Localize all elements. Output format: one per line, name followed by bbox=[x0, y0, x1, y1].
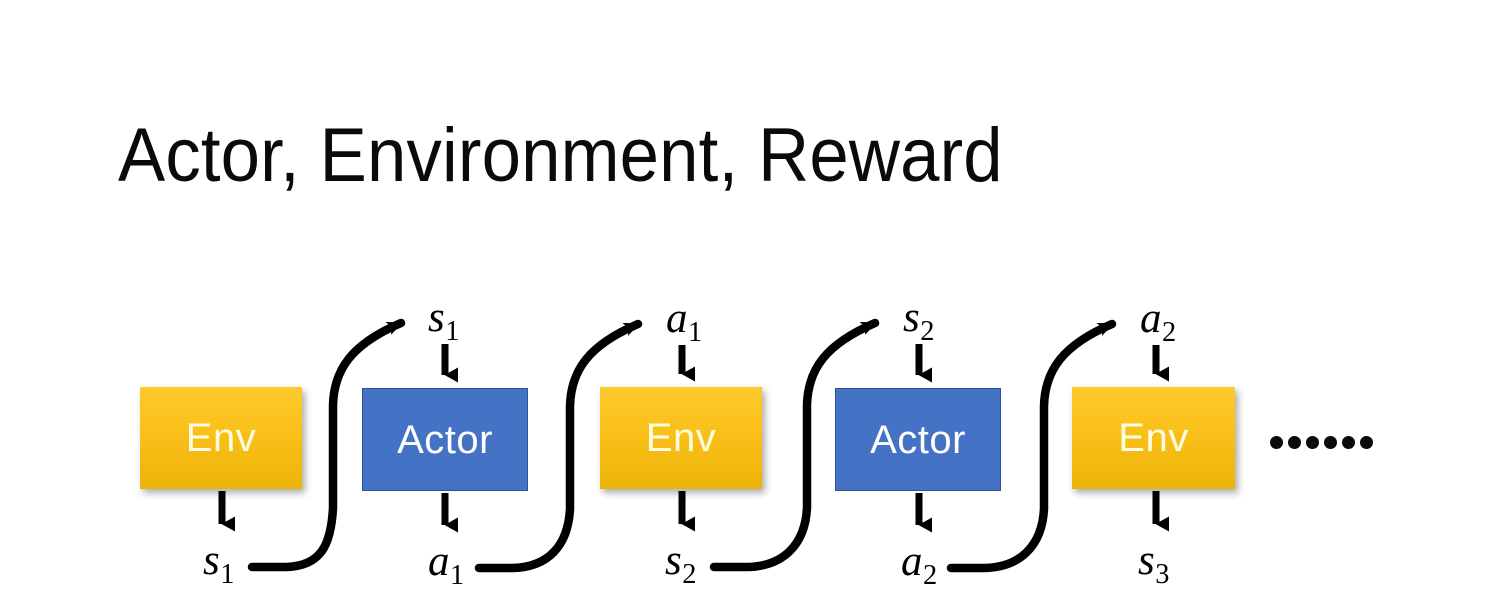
subscript: 2 bbox=[923, 560, 938, 592]
label-bottom-a1: a1 bbox=[428, 540, 464, 590]
node-actor-1[interactable]: Actor bbox=[362, 388, 528, 491]
label-bottom-s1: s1 bbox=[203, 539, 234, 589]
node-env-2[interactable]: Env bbox=[600, 387, 762, 489]
node-label: Env bbox=[1118, 416, 1189, 460]
subscript: 1 bbox=[445, 316, 460, 348]
subscript: 2 bbox=[1162, 317, 1177, 349]
node-env-3[interactable]: Env bbox=[1072, 387, 1235, 489]
node-actor-2[interactable]: Actor bbox=[835, 388, 1001, 491]
connector-s2 bbox=[709, 318, 880, 572]
ellipsis-dot bbox=[1360, 436, 1373, 449]
symbol: a bbox=[901, 538, 923, 585]
label-bottom-s2: s2 bbox=[665, 539, 696, 589]
node-label: Env bbox=[645, 416, 717, 460]
symbol: s bbox=[903, 294, 920, 341]
symbol: s bbox=[203, 537, 220, 584]
page-title: Actor, Environment, Reward bbox=[118, 113, 1003, 198]
label-bottom-s3: s3 bbox=[1138, 539, 1169, 589]
ellipsis-dot bbox=[1288, 436, 1301, 449]
ellipsis-dot bbox=[1342, 436, 1355, 449]
node-label: Actor bbox=[397, 417, 493, 462]
node-env-1[interactable]: Env bbox=[140, 387, 302, 489]
label-top-a2: a2 bbox=[1140, 297, 1176, 347]
connector-a2 bbox=[946, 319, 1117, 573]
subscript: 2 bbox=[682, 559, 697, 591]
subscript: 1 bbox=[450, 560, 465, 592]
connector-s1 bbox=[247, 318, 406, 572]
node-label: Env bbox=[185, 416, 257, 460]
ellipsis-dot bbox=[1306, 436, 1319, 449]
symbol: a bbox=[1140, 295, 1162, 342]
input-arrows-group bbox=[441, 344, 1169, 383]
symbol: s bbox=[1138, 537, 1155, 584]
symbol: a bbox=[666, 295, 688, 342]
subscript: 1 bbox=[220, 559, 235, 591]
subscript: 1 bbox=[688, 317, 703, 349]
subscript: 2 bbox=[920, 316, 935, 348]
label-bottom-a2: a2 bbox=[901, 540, 937, 590]
connector-a1 bbox=[474, 319, 643, 573]
symbol: a bbox=[428, 538, 450, 585]
symbol: s bbox=[428, 294, 445, 341]
label-top-a1: a1 bbox=[666, 297, 702, 347]
subscript: 3 bbox=[1155, 559, 1170, 591]
symbol: s bbox=[665, 537, 682, 584]
output-arrows-group bbox=[218, 491, 1169, 533]
ellipsis-dot bbox=[1270, 436, 1283, 449]
ellipsis-dot bbox=[1324, 436, 1337, 449]
label-top-s1: s1 bbox=[428, 296, 459, 346]
label-top-s2: s2 bbox=[903, 296, 934, 346]
feedback-connectors-group bbox=[247, 318, 1117, 573]
ellipsis-continuation bbox=[1270, 436, 1373, 449]
node-label: Actor bbox=[870, 417, 966, 462]
